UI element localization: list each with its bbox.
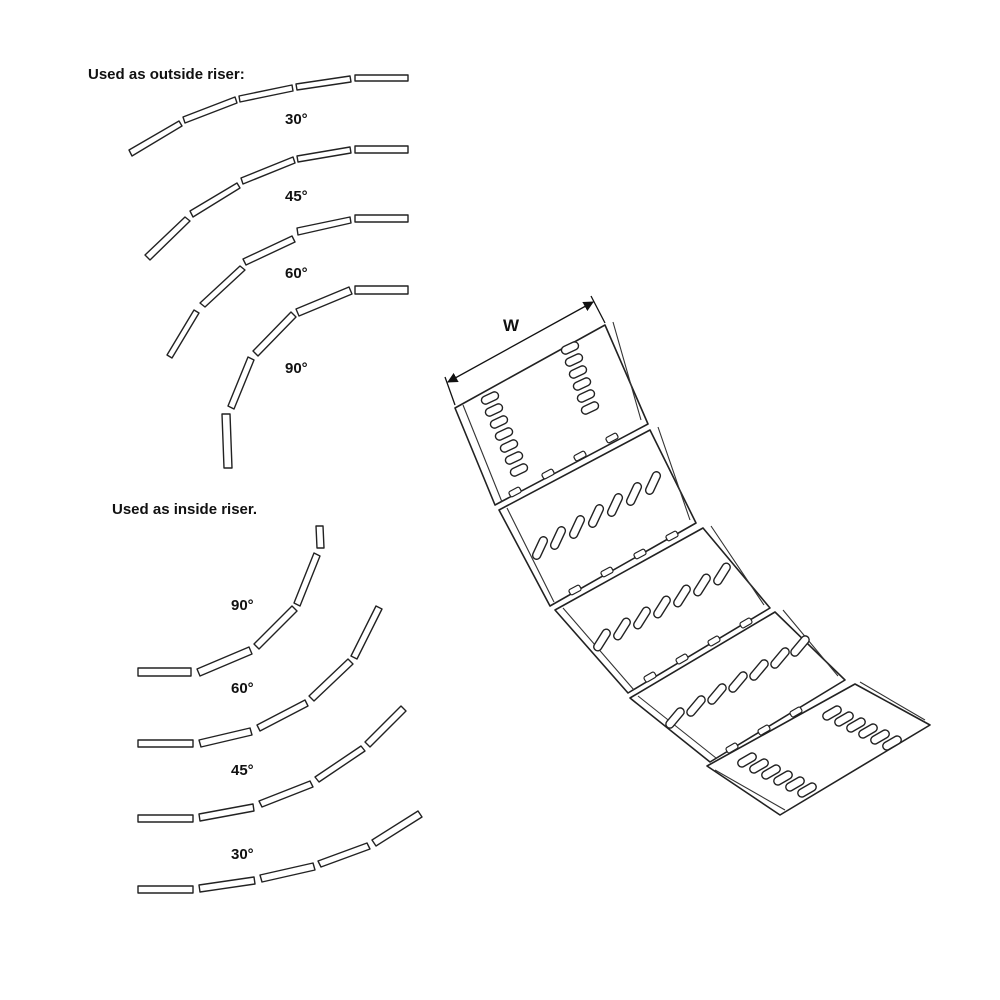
profile-segment bbox=[315, 525, 325, 549]
hinge-joint bbox=[643, 617, 753, 683]
profile-segment bbox=[256, 699, 309, 732]
profile-segment bbox=[242, 235, 296, 266]
cable-tray-riser-illustration: W bbox=[444, 295, 931, 816]
profile-segment bbox=[196, 646, 253, 677]
profile-segment bbox=[354, 145, 409, 154]
inside-riser-profile-45 bbox=[137, 705, 407, 823]
tray-panel bbox=[498, 426, 697, 607]
profile-segment bbox=[293, 552, 321, 607]
hinge-joint bbox=[725, 706, 803, 754]
inside-riser-profile-90 bbox=[137, 525, 325, 677]
profile-segment bbox=[295, 286, 353, 317]
slot-group bbox=[737, 705, 902, 798]
profile-segment bbox=[296, 146, 352, 163]
outside-riser-profile-45 bbox=[144, 145, 409, 261]
profile-segment bbox=[259, 862, 316, 883]
outside-riser-heading: Used as outside riser: bbox=[88, 66, 245, 83]
profile-segment bbox=[296, 216, 352, 236]
profile-segment bbox=[371, 810, 423, 847]
inside-angle-label-45: 45° bbox=[231, 762, 254, 779]
profile-segment bbox=[227, 356, 255, 410]
outside-angle-label-90: 90° bbox=[285, 360, 308, 377]
slot-group bbox=[665, 635, 810, 729]
profile-segment bbox=[137, 885, 194, 894]
profile-segment bbox=[128, 120, 183, 157]
profile-segment bbox=[308, 658, 354, 702]
slot-group bbox=[531, 471, 662, 560]
profile-segment bbox=[317, 842, 371, 868]
profile-segment bbox=[182, 96, 238, 124]
profile-segment bbox=[258, 780, 314, 808]
profile-segment bbox=[350, 605, 383, 660]
profile-segment bbox=[314, 745, 366, 783]
hinge-joint bbox=[568, 530, 679, 596]
inside-riser-profile-60 bbox=[137, 605, 383, 748]
inside-angle-label-30: 30° bbox=[231, 846, 254, 863]
profile-segment bbox=[295, 75, 352, 91]
profile-segment bbox=[354, 214, 409, 223]
width-label: W bbox=[503, 316, 520, 335]
profile-segment bbox=[199, 265, 246, 308]
profile-segment bbox=[198, 727, 253, 748]
profile-segment bbox=[240, 156, 296, 185]
profile-segment bbox=[252, 311, 297, 357]
dimension-extension-line bbox=[590, 295, 606, 324]
slot-group bbox=[593, 562, 731, 652]
outside-riser-profile-90 bbox=[221, 285, 409, 469]
dimension-arrow bbox=[447, 301, 594, 383]
inside-angle-label-90: 90° bbox=[231, 597, 254, 614]
hinge-joint bbox=[508, 432, 619, 498]
tray-panel bbox=[706, 681, 931, 816]
profile-segment bbox=[137, 739, 194, 748]
dimension-extension-line bbox=[444, 376, 456, 406]
profile-segment bbox=[137, 814, 194, 823]
profile-segment bbox=[354, 285, 409, 295]
profile-segment bbox=[354, 74, 409, 82]
inside-angle-label-60: 60° bbox=[231, 680, 254, 697]
profile-segment bbox=[137, 667, 192, 677]
profile-segment bbox=[238, 84, 294, 103]
inside-riser-profile-30 bbox=[137, 810, 423, 894]
outside-angle-label-45: 45° bbox=[285, 188, 308, 205]
profile-segment bbox=[198, 876, 256, 893]
inside-riser-heading: Used as inside riser. bbox=[112, 501, 257, 518]
outside-angle-label-60: 60° bbox=[285, 265, 308, 282]
profile-segment bbox=[144, 216, 191, 261]
profile-segment bbox=[189, 182, 241, 218]
profile-segment bbox=[198, 803, 255, 822]
profile-segment bbox=[221, 413, 233, 469]
tray-panel bbox=[554, 525, 771, 694]
tray-panel bbox=[629, 609, 846, 763]
outside-riser-profile-30 bbox=[128, 74, 409, 157]
profile-segment bbox=[166, 309, 200, 359]
width-dimension: W bbox=[444, 295, 606, 406]
profile-segment bbox=[364, 705, 407, 748]
profile-segment bbox=[253, 605, 298, 650]
outside-angle-label-30: 30° bbox=[285, 111, 308, 128]
outside-riser-profile-60 bbox=[166, 214, 409, 359]
